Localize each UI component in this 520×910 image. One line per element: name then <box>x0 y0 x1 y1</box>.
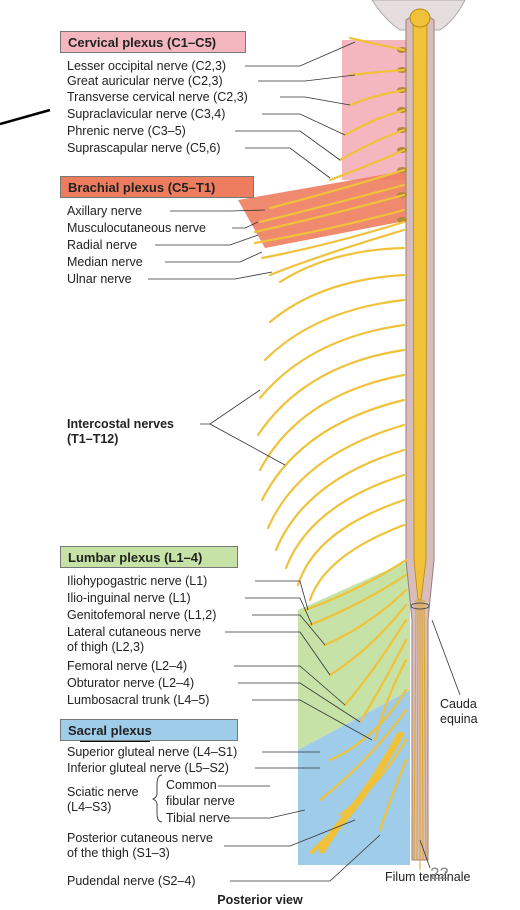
sciatic-branch <box>310 828 337 854</box>
label-musculocutaneous: Musculocutaneous nerve <box>67 221 206 235</box>
label-posterior-cutaneous: Posterior cutaneous nerve <box>67 831 213 845</box>
label-common: Common <box>166 778 217 792</box>
cord-top <box>409 8 431 28</box>
label-ilio-inguinal: Ilio-inguinal nerve (L1) <box>67 591 191 605</box>
spinal-cord <box>412 16 428 601</box>
lumbar-plexus-header: Lumbar plexus (L1–4) <box>60 546 238 568</box>
sacral-plexus-header: Sacral plexus <box>60 719 238 741</box>
lower-nerves <box>303 558 408 832</box>
label-transverse-cervical: Transverse cervical nerve (C2,3) <box>67 90 248 104</box>
lumbar-zone <box>298 560 410 750</box>
label-obturator: Obturator nerve (L2–4) <box>67 676 195 690</box>
pen-mark <box>0 108 51 126</box>
upper-nerves <box>253 36 406 277</box>
intercostal-nerves <box>256 246 406 602</box>
label-radial: Radial nerve <box>67 238 138 252</box>
page-number: 22 <box>430 864 449 883</box>
label-femoral: Femoral nerve (L2–4) <box>67 659 188 673</box>
cervical-plexus-header: Cervical plexus (C1–C5) <box>60 31 246 53</box>
cauda-equina-fibres <box>413 599 427 870</box>
brachial-plexus-header: Brachial plexus (C5–T1) <box>60 176 254 198</box>
label-axillary: Axillary nerve <box>67 204 143 218</box>
label-tibial: Tibial nerve <box>166 811 231 825</box>
label-inferior-gluteal: Inferior gluteal nerve (L5–S2) <box>67 761 229 775</box>
label-lateral-cutaneous: Lateral cutaneous nerve <box>67 625 202 639</box>
label-great-auricular: Great auricular nerve (C2,3) <box>67 74 223 88</box>
label-superior-gluteal: Superior gluteal nerve (L4–S1) <box>67 745 238 759</box>
label-ulnar: Ulnar nerve <box>67 272 132 286</box>
label-pudendal: Pudendal nerve (S2–4) <box>67 874 196 888</box>
label-sciatic: Sciatic nerve <box>67 785 139 799</box>
label-intercostal-range: (T1–T12) <box>67 432 119 446</box>
label-lumbosacral: Lumbosacral trunk (L4–5) <box>67 693 210 707</box>
label-cauda: Cauda <box>440 697 477 711</box>
sciatic-bracket <box>151 774 163 823</box>
cauda-ring <box>410 602 430 610</box>
label-posterior-cutaneous-2: of the thigh (S1–3) <box>67 846 170 860</box>
label-median: Median nerve <box>67 255 143 269</box>
label-filum-terminale: Filum terminale <box>385 870 471 884</box>
label-fibular: fibular nerve <box>166 794 235 808</box>
label-supraclavicular: Supraclavicular nerve (C3,4) <box>67 107 226 121</box>
label-lesser-occipital: Lesser occipital nerve (C2,3) <box>67 59 227 73</box>
figure-caption: Posterior view <box>217 893 303 907</box>
label-lateral-cutaneous-2: of thigh (L2,3) <box>67 640 145 654</box>
brachial-zone <box>238 170 410 248</box>
label-equina: equina <box>440 712 478 726</box>
label-sciatic-range: (L4–S3) <box>67 800 112 814</box>
label-intercostal: Intercostal nerves <box>67 417 174 431</box>
label-genitofemoral: Genitofemoral nerve (L1,2) <box>67 608 217 622</box>
label-suprascapular: Suprascapular nerve (C5,6) <box>67 141 221 155</box>
label-phrenic: Phrenic nerve (C3–5) <box>67 124 186 138</box>
label-iliohypogastric: Iliohypogastric nerve (L1) <box>67 574 208 588</box>
leader-lines <box>148 41 461 882</box>
